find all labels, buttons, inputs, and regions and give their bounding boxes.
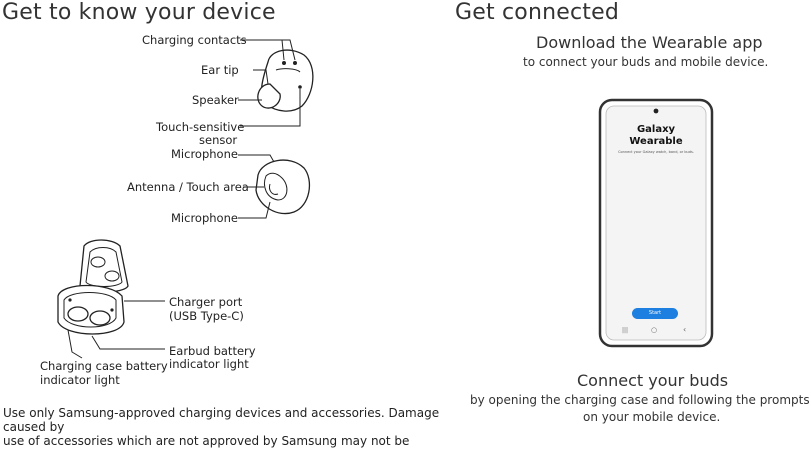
label-touch-sensor-1: Touch-sensitive — [156, 120, 245, 134]
app-title: Galaxy Wearable — [606, 124, 706, 148]
notice-text: Use only Samsung-approved charging devic… — [3, 406, 443, 448]
label-charging-contacts: Charging contacts — [142, 33, 247, 47]
connect-subtext-2: on your mobile device. — [583, 410, 721, 424]
connect-heading: Connect your buds — [577, 371, 729, 390]
label-case-battery-1: Charging case battery — [40, 359, 168, 373]
nav-home-icon[interactable]: ○ — [651, 326, 658, 334]
connect-subtext-1: by opening the charging case and followi… — [470, 393, 810, 407]
start-button[interactable]: Start — [648, 310, 662, 316]
nav-recent-icon[interactable]: ||| — [622, 327, 629, 334]
label-microphone-top: Microphone — [171, 147, 238, 161]
earbud-front-illustration — [238, 154, 311, 219]
label-microphone-bottom: Microphone — [171, 211, 238, 225]
label-earbud-battery-1: Earbud battery — [169, 344, 256, 358]
app-title-line-1: Galaxy — [636, 124, 676, 135]
notice-line-3: use of accessories which are not approve… — [3, 434, 410, 448]
charging-case-illustration — [57, 239, 165, 359]
label-ear-tip: Ear tip — [201, 63, 239, 77]
label-speaker: Speaker — [192, 93, 239, 107]
earbud-side-illustration — [238, 39, 314, 127]
label-earbud-battery-2: indicator light — [169, 357, 249, 371]
app-title-line-2: Wearable — [629, 136, 683, 147]
phone-illustration — [598, 98, 714, 348]
download-heading: Download the Wearable app — [536, 33, 763, 52]
label-case-battery-2: indicator light — [40, 373, 120, 387]
label-charger-port-1: Charger port — [169, 295, 243, 309]
notice-line-2: caused by — [3, 420, 65, 434]
section-title-connected: Get connected — [455, 0, 620, 25]
notice-line-1: Use only Samsung-approved charging devic… — [3, 406, 440, 420]
download-subtext: to connect your buds and mobile device. — [523, 55, 769, 69]
label-charger-port-2: (USB Type-C) — [169, 309, 244, 323]
label-antenna-touch-area: Antenna / Touch area — [127, 180, 249, 194]
nav-back-icon[interactable]: ‹ — [683, 325, 687, 334]
label-touch-sensor-2: sensor — [199, 133, 238, 147]
app-subtitle: Connect your Galaxy watch, band, or buds… — [618, 150, 694, 154]
section-title-device: Get to know your device — [2, 0, 276, 25]
